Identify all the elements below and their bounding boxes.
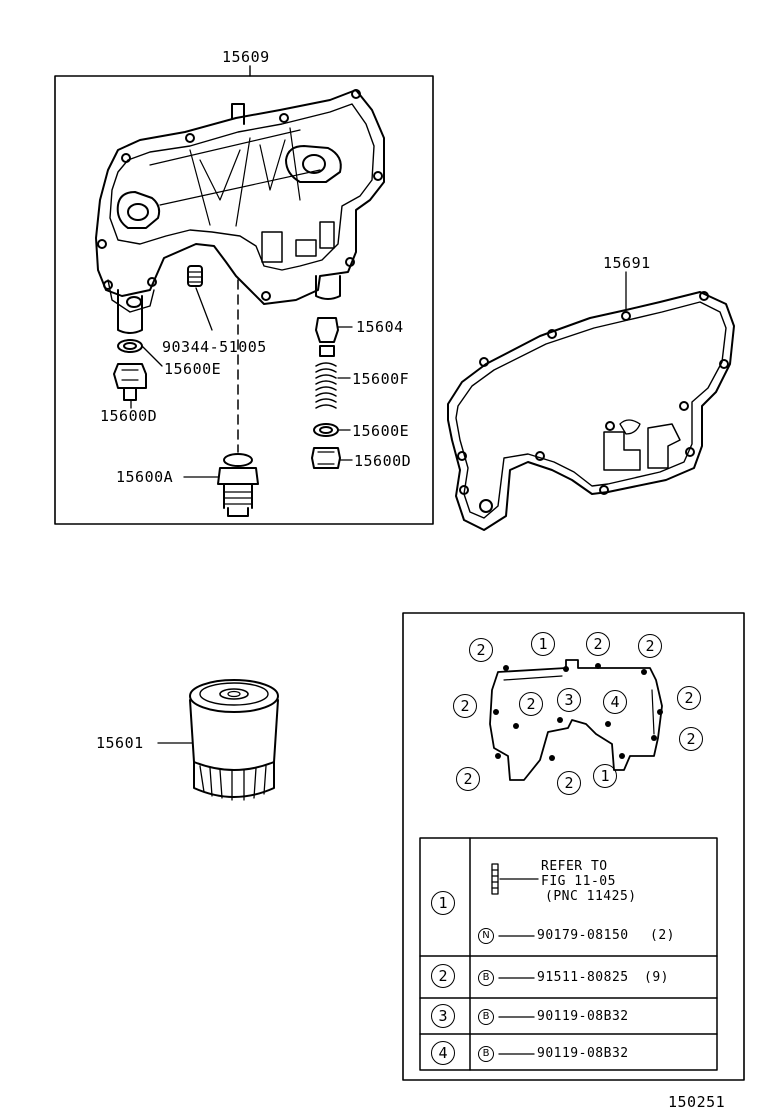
label-gasket-right: 15600E — [352, 422, 410, 440]
bolt-marker: 2 — [453, 694, 477, 718]
legend-qty-1: (2) — [650, 928, 675, 943]
union-15600A-drawing — [183, 453, 259, 517]
label-oil-pan-assy: 15609 — [222, 48, 270, 66]
label-plug-left: 15600D — [100, 407, 158, 425]
legend-refer-line-1: REFER TO — [541, 859, 608, 874]
left-gasket-and-plug-drawing — [113, 339, 163, 409]
legend-part-2: 91511-80825 — [537, 970, 629, 985]
label-plug-90344: 90344-51005 — [162, 338, 267, 356]
label-plug-right: 15600D — [354, 452, 412, 470]
legend-part-3: 90119-08B32 — [537, 1009, 629, 1024]
bolt-detail-frame — [402, 612, 745, 1081]
bolt-marker: 2 — [557, 771, 581, 795]
legend-key-1: 1 — [431, 891, 455, 915]
assembly-frame — [54, 75, 434, 525]
legend-table — [419, 837, 718, 1071]
legend-part-1: 90179-08150 — [537, 928, 629, 943]
bolt-marker: 2 — [679, 727, 703, 751]
badge-b-icon: B — [478, 970, 494, 986]
legend-key-4: 4 — [431, 1041, 455, 1065]
bolt-marker: 2 — [469, 638, 493, 662]
bolt-marker: 2 — [638, 634, 662, 658]
badge-n-icon: N — [478, 928, 494, 944]
label-gasket-left: 15600E — [164, 360, 222, 378]
badge-b-icon: B — [478, 1009, 494, 1025]
bolt-layout-outline — [489, 659, 663, 781]
figure-number: 150251 — [668, 1093, 726, 1111]
legend-refer-line-3: (PNC 11425) — [545, 889, 637, 904]
bolt-marker: 2 — [586, 632, 610, 656]
bolt-marker: 3 — [557, 688, 581, 712]
badge-b-icon: B — [478, 1046, 494, 1062]
bolt-marker: 2 — [456, 767, 480, 791]
bolt-marker: 2 — [677, 686, 701, 710]
label-valve: 15604 — [356, 318, 404, 336]
legend-part-4: 90119-08B32 — [537, 1046, 629, 1061]
legend-key-3: 3 — [431, 1004, 455, 1028]
bolt-marker: 4 — [603, 690, 627, 714]
legend-key-2: 2 — [431, 964, 455, 988]
legend-qty-2: (9) — [644, 970, 669, 985]
relief-valve-stack-drawing — [311, 317, 353, 469]
bolt-reference-icon — [491, 863, 539, 895]
bolt-marker: 1 — [593, 764, 617, 788]
label-union: 15600A — [116, 468, 174, 486]
bolt-marker: 2 — [519, 692, 543, 716]
plug-90344-drawing — [187, 265, 213, 331]
bolt-marker: 1 — [531, 632, 555, 656]
legend-refer-line-2: FIG 11-05 — [541, 874, 616, 889]
label-pan-gasket: 15691 — [603, 254, 651, 272]
oil-pan-housing-drawing — [95, 89, 385, 334]
legend-leader-lines — [498, 935, 535, 1055]
label-oil-filter: 15601 — [96, 734, 144, 752]
oil-filter-15601-drawing — [157, 679, 279, 801]
pan-gasket-15691-drawing — [447, 271, 735, 531]
label-spring: 15600F — [352, 370, 410, 388]
